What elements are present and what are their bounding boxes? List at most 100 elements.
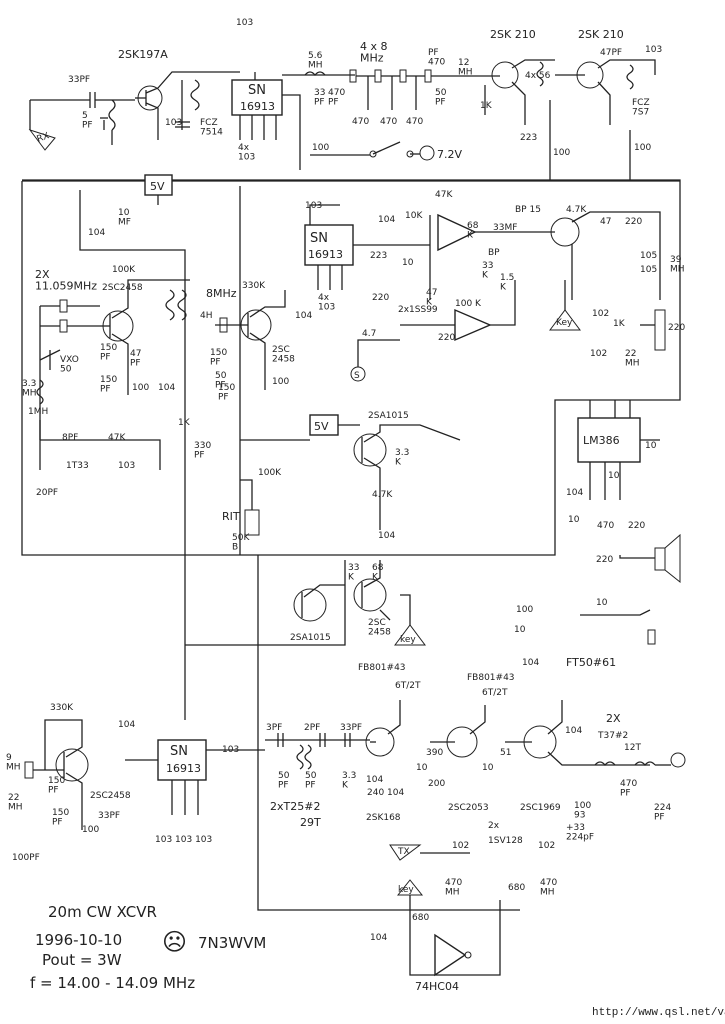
label-t-680-b: 680 [412,913,429,923]
label-t-47pf: 47PF [600,48,622,58]
label-t-10: 10 [402,258,414,268]
ic-lm386 [577,400,660,500]
svg-text:TX: TX [397,847,410,857]
label-t-2sk168: 2SK168 [366,813,401,823]
label-t-220-f: 220 [596,555,613,565]
label-t-rit: RIT [222,510,240,523]
label-t-100-b: 100 [553,148,570,158]
label-t-2xt25: 2xT25#2 [270,800,320,813]
q-2sa1015-bot [293,584,345,622]
label-t-103-bot: 103 103 103 [155,835,212,845]
fcz7514-coil [175,79,200,130]
vxo-tuning [36,349,161,470]
label-t-2sk210-b: 2SK 210 [578,28,624,41]
label-t-330k-a: 330K [242,281,266,291]
q-2sc2458-bfo [215,290,286,390]
label-t-33mf: 33MF [493,223,517,233]
label-t-lm386: LM386 [583,434,620,447]
label-t-104-c: 104 [295,311,312,321]
label-t-47: 47 [600,217,611,227]
label-t-2sc2053: 2SC2053 [448,803,489,813]
label-t-240-104: 240 104 [367,788,404,798]
label-t-103-d: 103 [118,461,135,471]
label-t-104-k: 104 [370,933,387,943]
label-t-2sc1969: 2SC1969 [520,803,561,813]
label-t-105-a: 105 [640,251,657,261]
svg-text:RX: RX [36,131,51,145]
label-t-2sa1015-b: 2SA1015 [290,633,331,643]
q-2sc1969 [505,700,650,766]
note-date: 1996-10-10 [35,931,122,949]
xtal-11mhz [39,299,100,440]
output-lowpass [594,752,686,768]
bfo-coil [165,289,187,321]
headphone-jack [580,609,656,645]
label-t-4-7: 4.7 [362,329,376,339]
label-t-5v-a: 5V [150,180,165,193]
label-t-4h: 4H [200,311,213,321]
footer-url: http://www.qsl.net/va3iul [592,1007,725,1019]
label-t-10-e: 10 [596,598,608,608]
tx-oscillator [24,719,89,830]
ic-sn16913-top [231,72,301,170]
label-t-74hc04: 74HC04 [415,980,459,993]
label-t-103-top: 103 [236,18,253,28]
label-t-105-b: 105 [640,265,657,275]
label-t-220-d: 220 [668,323,685,333]
label-t-104-d: 104 [158,383,175,393]
q-2sk168 [365,700,401,757]
label-t-2pf: 2PF [304,723,320,733]
label-t-6t2t-b: 6T/2T [482,688,508,698]
label-t-3pf: 3PF [266,723,282,733]
if-amp-2sk210-b [549,59,656,180]
label-t-sn-mid: SN [310,231,328,246]
agc-opamp [400,280,516,342]
power-switch-7v2 [310,141,435,161]
label-t-2x1ss99: 2x1SS99 [398,305,438,315]
label-t-t37: T37#2 [597,731,628,741]
front-end-tuning [89,92,135,145]
note-freq: f = 14.00 - 14.09 MHz [30,974,195,992]
label-t-104-f: 104 [566,488,583,498]
label-t-29t: 29T [300,816,321,829]
label-t-2sc2458-d: 2SC2458 [90,791,131,801]
label-t-220-a: 220 [625,217,642,227]
label-t-223: 223 [520,133,537,143]
label-t-220-c: 220 [438,333,455,343]
label-t-72v: 7.2V [437,148,462,161]
label-t-10k: 10K [405,211,423,221]
label-t-2x: 2X [606,712,621,725]
label-t-103-c: 103 [305,201,322,211]
label-t-470-1: 470 [352,117,369,127]
label-t-10-b: 10 [645,441,657,451]
label-t-2sc2458-a: 2SC2458 [102,283,143,293]
label-t-16913-top: 16913 [240,100,275,113]
label-t-2sk197a: 2SK197A [118,48,168,61]
q-2sk197a [135,71,240,140]
label-t-5v-b: 5V [314,420,329,433]
label-t-100pf: 100PF [12,853,40,863]
74hc04-keyer [396,879,501,977]
